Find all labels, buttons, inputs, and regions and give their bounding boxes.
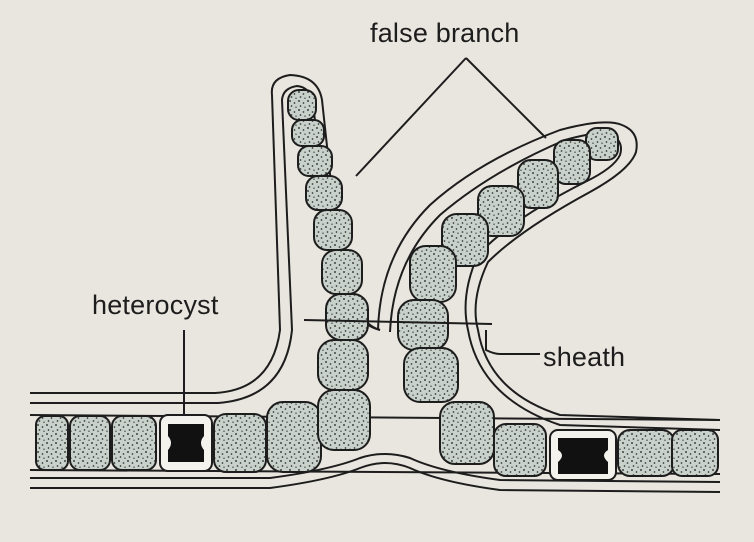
cell [672, 430, 718, 476]
cell [318, 340, 368, 390]
cell [214, 414, 266, 472]
cell [306, 176, 342, 210]
left-branch-cells [288, 90, 368, 390]
cell [318, 390, 370, 450]
cell [267, 402, 321, 472]
heterocyst-right [558, 438, 608, 474]
cell [314, 210, 352, 250]
cell [398, 300, 448, 350]
heterocyst-left [168, 424, 204, 462]
cell [36, 416, 68, 470]
cell [326, 294, 368, 340]
cell [288, 90, 316, 120]
cell [112, 416, 156, 470]
cell [404, 348, 458, 402]
false-branch-label: false branch [370, 18, 520, 49]
cell [440, 402, 494, 464]
cell [494, 424, 546, 476]
sheath-leader [486, 330, 540, 354]
cell [298, 146, 332, 176]
false-branch-leader-right [466, 58, 546, 138]
cell [410, 246, 456, 302]
heterocyst-label: heterocyst [92, 290, 219, 321]
false-branch-leader-left [356, 58, 466, 176]
cell [554, 140, 590, 184]
sheath-label: sheath [543, 342, 625, 373]
cell [618, 430, 674, 476]
cell [292, 120, 324, 146]
cell [70, 416, 110, 470]
cell [322, 250, 362, 294]
